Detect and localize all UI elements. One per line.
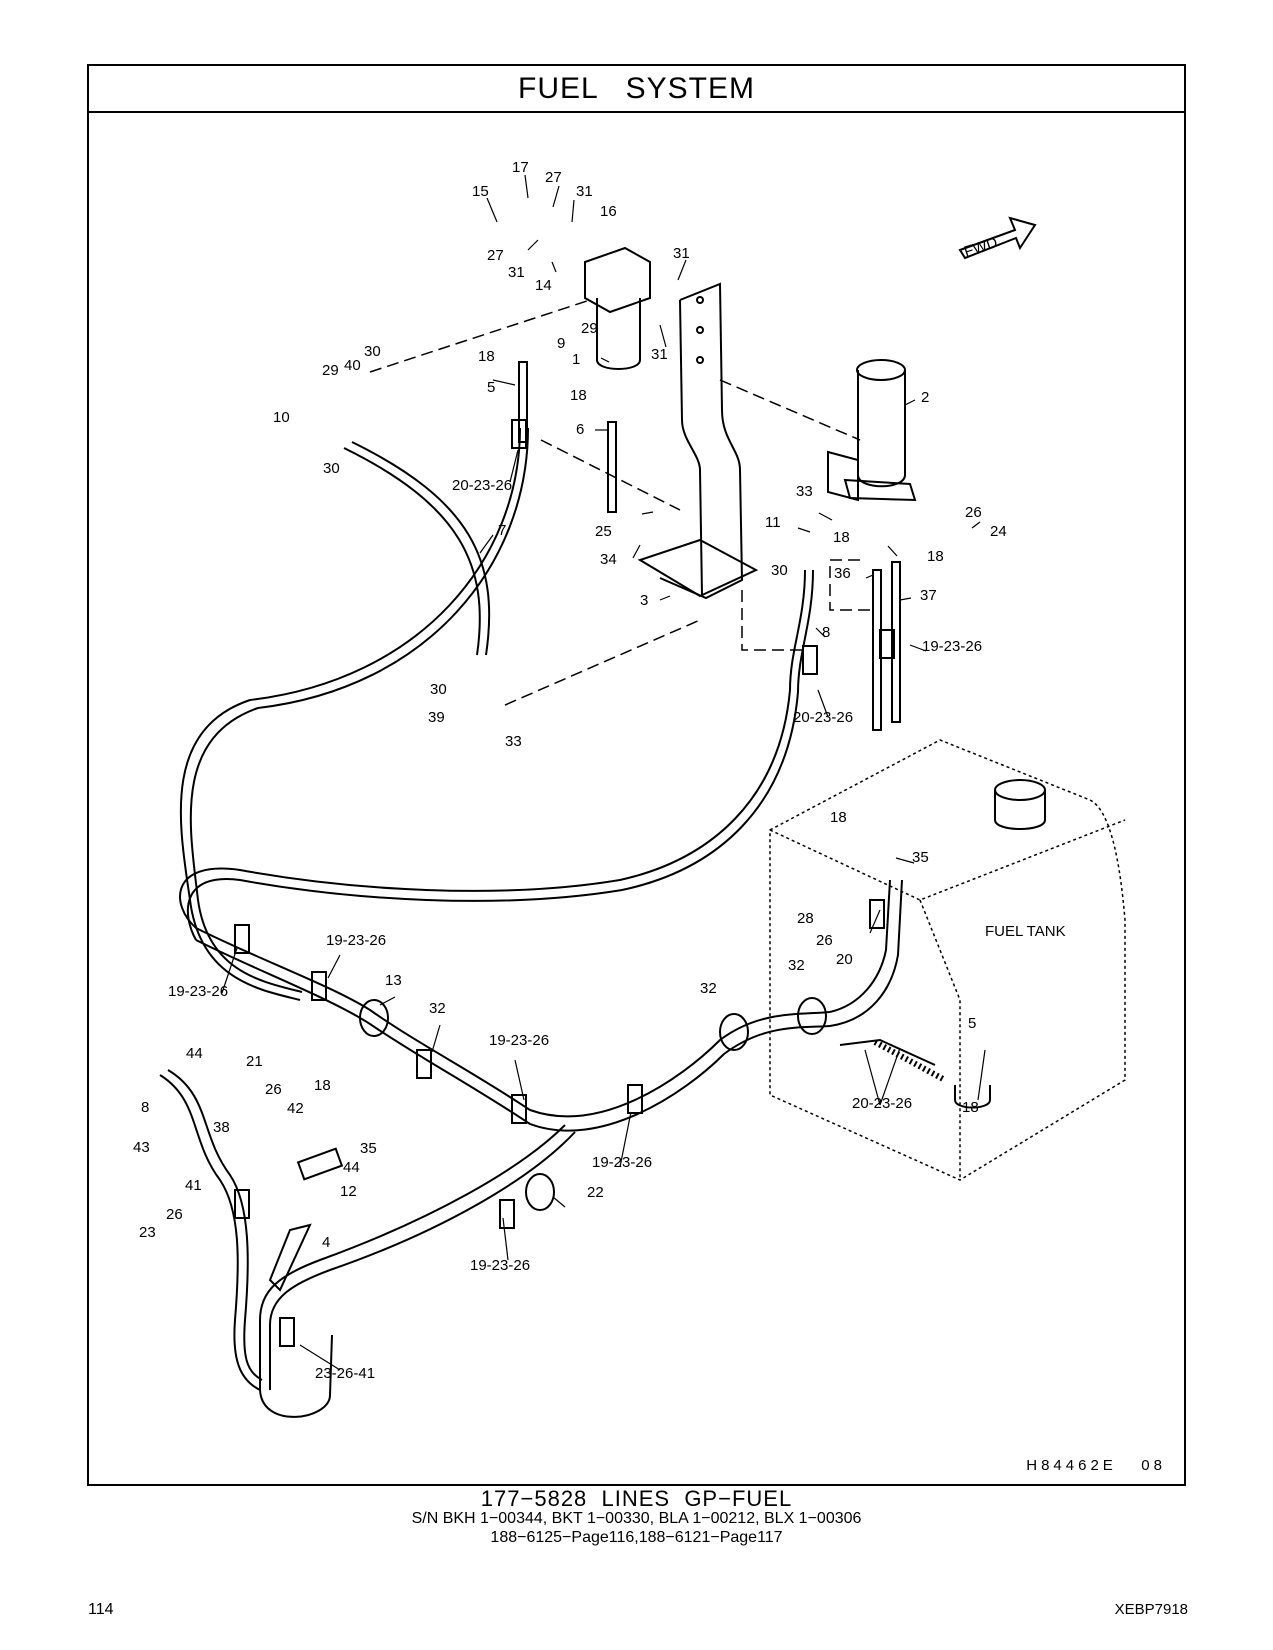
callout: 5	[487, 379, 495, 396]
callout: 33	[796, 483, 813, 500]
callout: 9	[557, 335, 565, 352]
page-title: FUEL SYSTEM	[89, 66, 1184, 113]
callout-labels: 17 15 27 31 16 27 31 14 31 29 9 31 1 18 …	[133, 159, 1007, 1382]
callout: 18	[830, 809, 847, 826]
callout: 35	[912, 849, 929, 866]
callout: 5	[968, 1015, 976, 1032]
fwd-label: FWD	[962, 234, 1000, 261]
callout: 36	[834, 565, 851, 582]
callout: 22	[587, 1184, 604, 1201]
callout: 30	[771, 562, 788, 579]
callout: 20-23-26	[793, 709, 853, 726]
callout: 19-23-26	[168, 983, 228, 1000]
return-line-8	[179, 569, 806, 929]
callout: 41	[185, 1177, 202, 1194]
fuel-line-loop	[179, 427, 521, 1001]
callout: 26	[166, 1206, 183, 1223]
callout: 32	[429, 1000, 446, 1017]
callout: 29	[581, 320, 598, 337]
callout: 19-23-26	[470, 1257, 530, 1274]
callout: 19-23-26	[489, 1032, 549, 1049]
callout: 15	[472, 183, 489, 200]
callout: 44	[186, 1045, 203, 1062]
callout: 18	[314, 1077, 331, 1094]
callout: 11	[765, 514, 781, 531]
callout: 23-26-41	[315, 1365, 375, 1382]
callout: 19-23-26	[592, 1154, 652, 1171]
callout: 3	[640, 592, 648, 609]
lower-branch	[259, 1124, 566, 1390]
callout: 19-23-26	[922, 638, 982, 655]
mounting-bracket	[659, 282, 744, 600]
callout: 26	[816, 932, 833, 949]
callout: 16	[600, 203, 617, 220]
callout: 44	[343, 1159, 360, 1176]
callout: 17	[512, 159, 529, 176]
callout: 18	[833, 529, 850, 546]
callout: 40	[344, 357, 361, 374]
callout: 26	[965, 504, 982, 521]
callout: 25	[595, 523, 612, 540]
callout: 18	[478, 348, 495, 365]
callout: 2	[921, 389, 929, 406]
callout: 18	[962, 1099, 979, 1116]
fuel-line-7	[351, 441, 491, 656]
callout: 31	[576, 183, 593, 200]
callout: 32	[700, 980, 717, 997]
callout: 14	[535, 277, 552, 294]
fwd-arrow	[958, 216, 1037, 260]
callout: 30	[323, 460, 340, 477]
callout: 19-23-26	[326, 932, 386, 949]
callout: 37	[920, 587, 937, 604]
callout: 8	[141, 1099, 149, 1116]
callout: 33	[505, 733, 522, 750]
callout: 29	[322, 362, 339, 379]
callout: 13	[385, 972, 402, 989]
callout: 32	[788, 957, 805, 974]
fuel-tank-label: FUEL TANK	[985, 923, 1066, 940]
fuel-filter	[596, 298, 641, 370]
callout: 21	[246, 1053, 263, 1070]
callout: 20	[836, 951, 853, 968]
water-separator	[857, 370, 906, 488]
main-hose-run	[195, 927, 831, 1118]
callout: 39	[428, 709, 445, 726]
callout: 38	[213, 1119, 230, 1136]
page-number: 114	[88, 1601, 114, 1618]
caption-references: 188−6125−Page116,188−6121−Page117	[490, 1529, 783, 1546]
callout: 31	[673, 245, 690, 262]
callout: 10	[273, 409, 290, 426]
callout: 23	[139, 1224, 156, 1241]
callout: 30	[364, 343, 381, 360]
callout: 27	[487, 247, 504, 264]
callout: 30	[430, 681, 447, 698]
callout: 12	[340, 1183, 357, 1200]
callout: 4	[322, 1234, 330, 1251]
callout: 35	[360, 1140, 377, 1157]
callout: 20-23-26	[852, 1095, 912, 1112]
callout: 43	[133, 1139, 150, 1156]
callout: 31	[651, 346, 668, 363]
callout: 18	[927, 548, 944, 565]
callout: 42	[287, 1100, 304, 1117]
callout: 8	[822, 624, 830, 641]
callout: 1	[572, 351, 580, 368]
hose-43	[159, 1074, 261, 1391]
caption-title: 177−5828 LINES GP−FUEL	[480, 1486, 793, 1511]
callout: 24	[990, 523, 1007, 540]
callout: 31	[508, 264, 525, 281]
callout: 34	[600, 551, 617, 568]
callout: 6	[576, 421, 584, 438]
callout: 18	[570, 387, 587, 404]
callout: 20-23-26	[452, 477, 512, 494]
callout: 27	[545, 169, 562, 186]
callout: 28	[797, 910, 814, 927]
caption-serials: S/N BKH 1−00344, BKT 1−00330, BLA 1−0021…	[411, 1510, 862, 1527]
doc-code: XEBP7918	[1114, 1601, 1188, 1618]
drawing-id: H84462E 08	[1026, 1457, 1166, 1474]
callout: 7	[498, 522, 506, 539]
callout: 26	[265, 1081, 282, 1098]
diagram-frame: FUEL SYSTEM H84462E 08	[87, 64, 1186, 1486]
